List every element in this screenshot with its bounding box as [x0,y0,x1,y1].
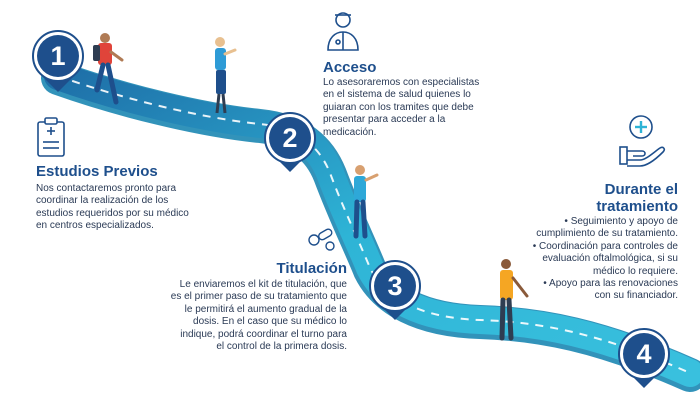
step-1-pin [32,30,84,92]
person-waving-icon [353,165,379,239]
step-1-number: 1 [50,41,66,71]
person-walking-icon [93,33,124,105]
pills-icon [308,228,335,251]
step-4-title: Durante el tratamiento [596,181,678,215]
step-3-number: 3 [387,271,403,301]
step-4-bullet: • Apoyo para las renovaciones con su fin… [543,278,678,302]
step-2-number: 2 [282,123,298,153]
step-4-bullets: • Seguimiento y apoyo de cumplimiento de… [528,216,678,303]
clipboard-icon [37,117,65,157]
step-3-title: Titulación [276,260,347,277]
step-4-bullet: • Coordinación para controles de evaluac… [532,240,678,277]
person-pointing-icon [499,259,529,341]
step-3-text: Le enviaremos el kit de titulación, que … [170,279,347,353]
step-2-pin [264,112,316,172]
step-2-title: Acceso [323,59,377,76]
step-1-title: Estudios Previos [36,163,158,180]
step-4-number: 4 [636,339,652,369]
step-1-text: Nos contactaremos pronto para coordinar … [36,183,189,232]
step-4-pin [618,328,670,388]
step-3-pin [369,260,421,320]
hand-care-icon [619,115,666,167]
step-2-text: Lo asesoraremos con especialistas en el … [323,77,480,138]
doctor-icon [327,12,359,51]
step-4-bullet: • Seguimiento y apoyo de cumplimiento de… [536,216,678,240]
person-standing-icon [215,37,237,114]
